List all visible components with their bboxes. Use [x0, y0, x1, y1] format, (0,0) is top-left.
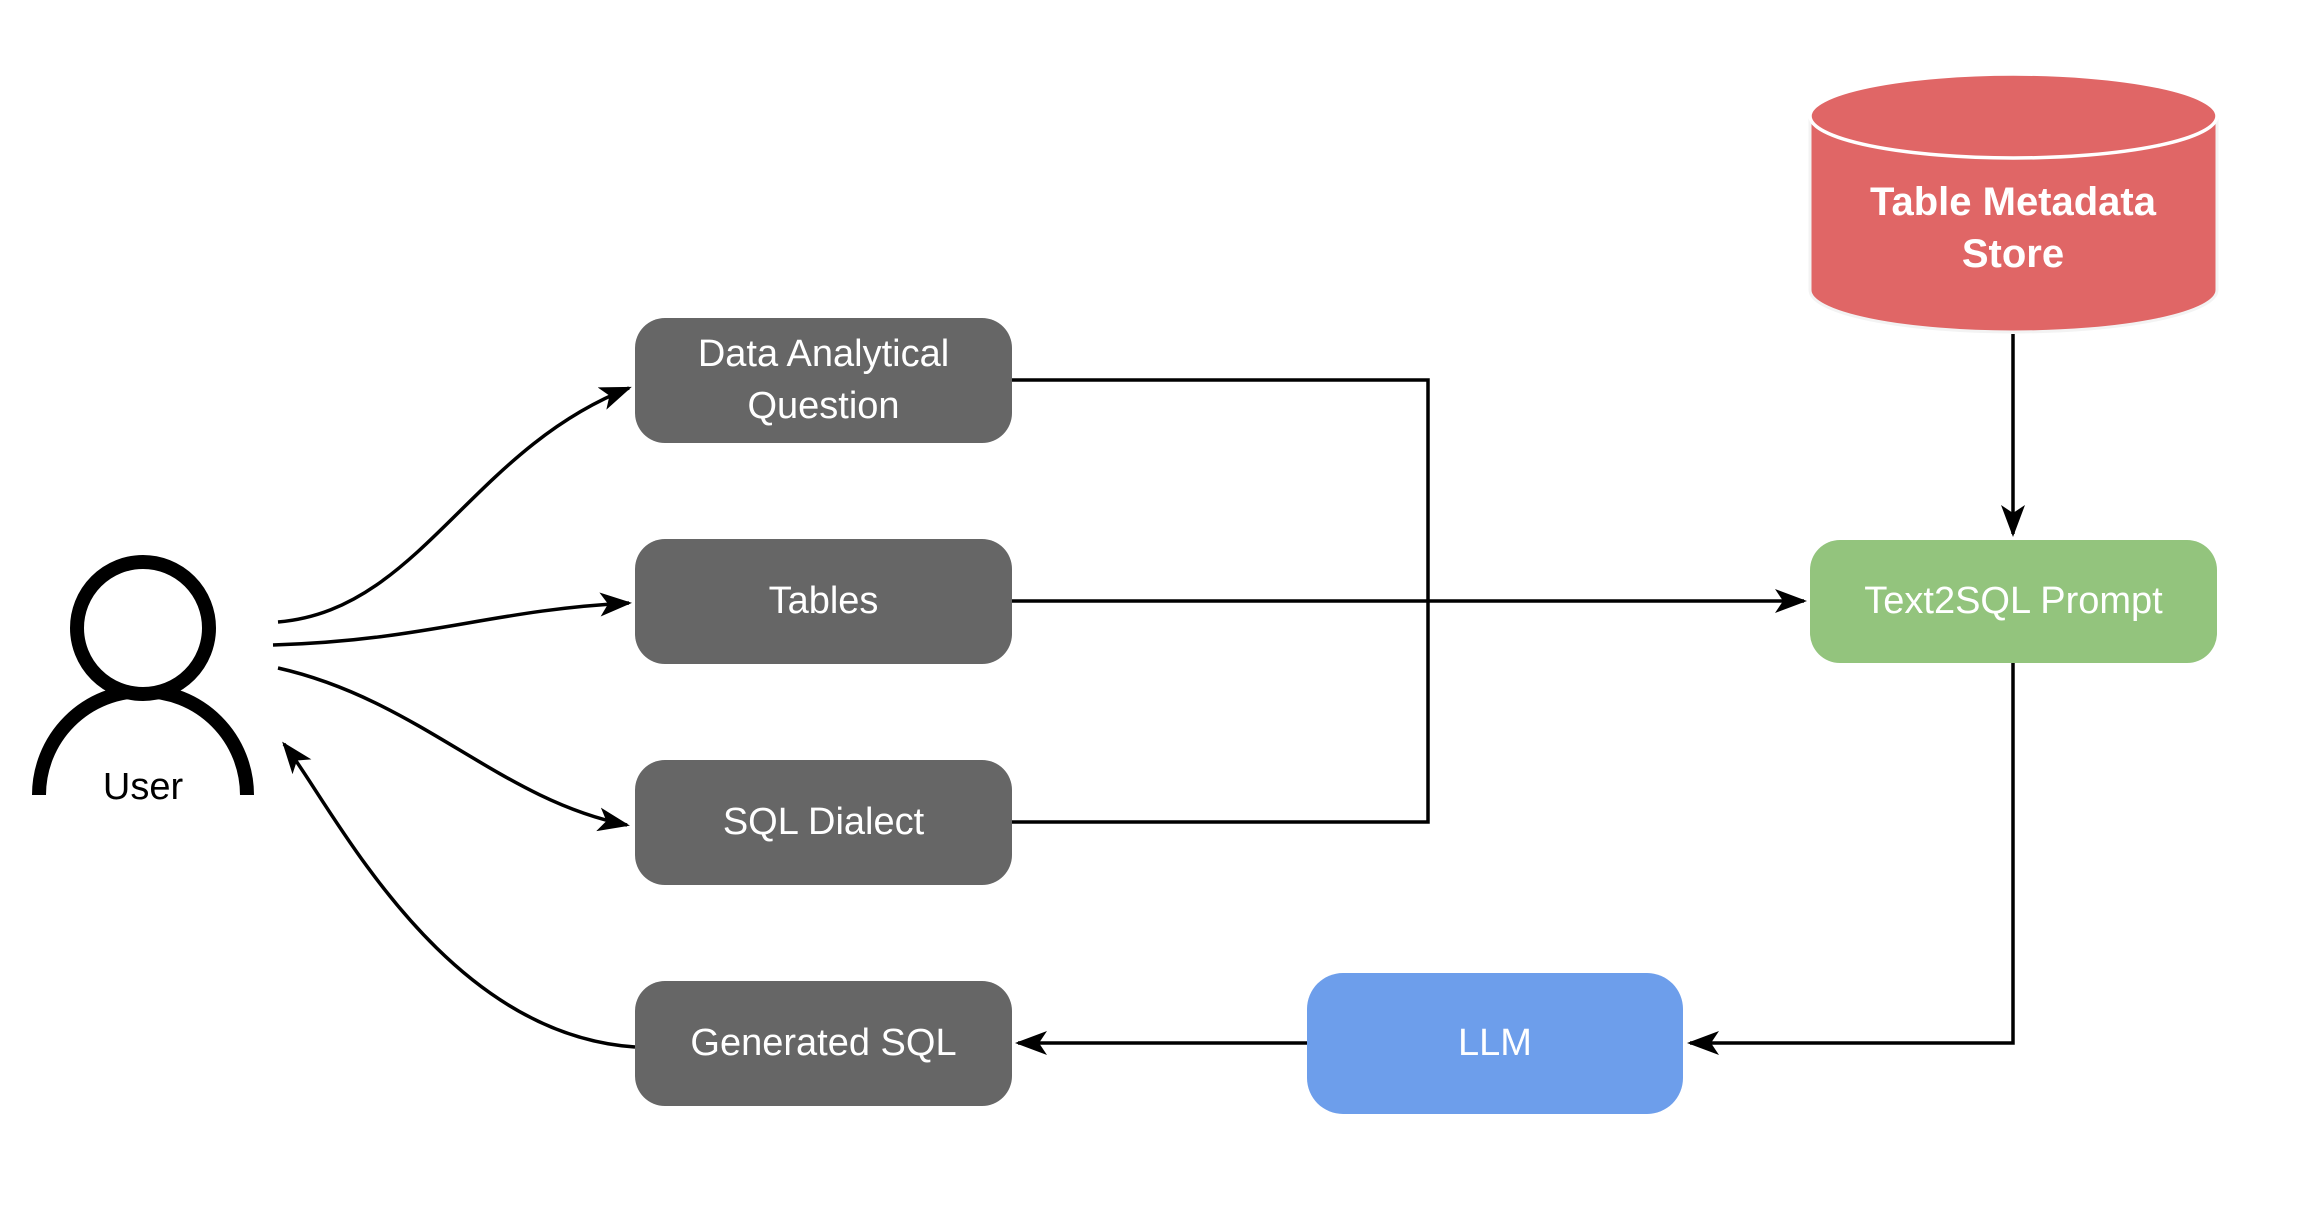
edge-generated-to-user	[282, 741, 636, 1049]
node-text2sql-prompt: Text2SQL Prompt	[1810, 540, 2217, 663]
user-label: User	[102, 766, 184, 808]
node-sql-dialect-label: SQL Dialect	[722, 800, 925, 843]
edge-user-to-tables	[272, 592, 632, 647]
node-data-analytical-question: Data Analytical Question	[635, 318, 1012, 443]
node-sql-dialect: SQL Dialect	[635, 760, 1012, 885]
node-llm-label: LLM	[1458, 1021, 1532, 1064]
node-llm: LLM	[1307, 973, 1683, 1114]
node-tables-label: Tables	[768, 579, 879, 622]
edge-user-to-question	[277, 386, 632, 624]
node-generated-sql-label: Generated SQL	[690, 1021, 957, 1064]
node-text2sql-prompt-label: Text2SQL Prompt	[1864, 579, 2163, 622]
node-table-metadata-store-label: Table Metadata Store	[1870, 180, 2156, 276]
node-tables: Tables	[635, 539, 1012, 664]
node-data-analytical-question-label: Data Analytical Question	[697, 333, 950, 427]
user-icon	[32, 555, 254, 796]
node-generated-sql: Generated SQL	[635, 981, 1012, 1106]
database-cylinder-icon	[1808, 72, 2219, 334]
edge-user-to-dialect	[277, 666, 630, 832]
edge-prompt-to-llm	[1687, 663, 2015, 1055]
